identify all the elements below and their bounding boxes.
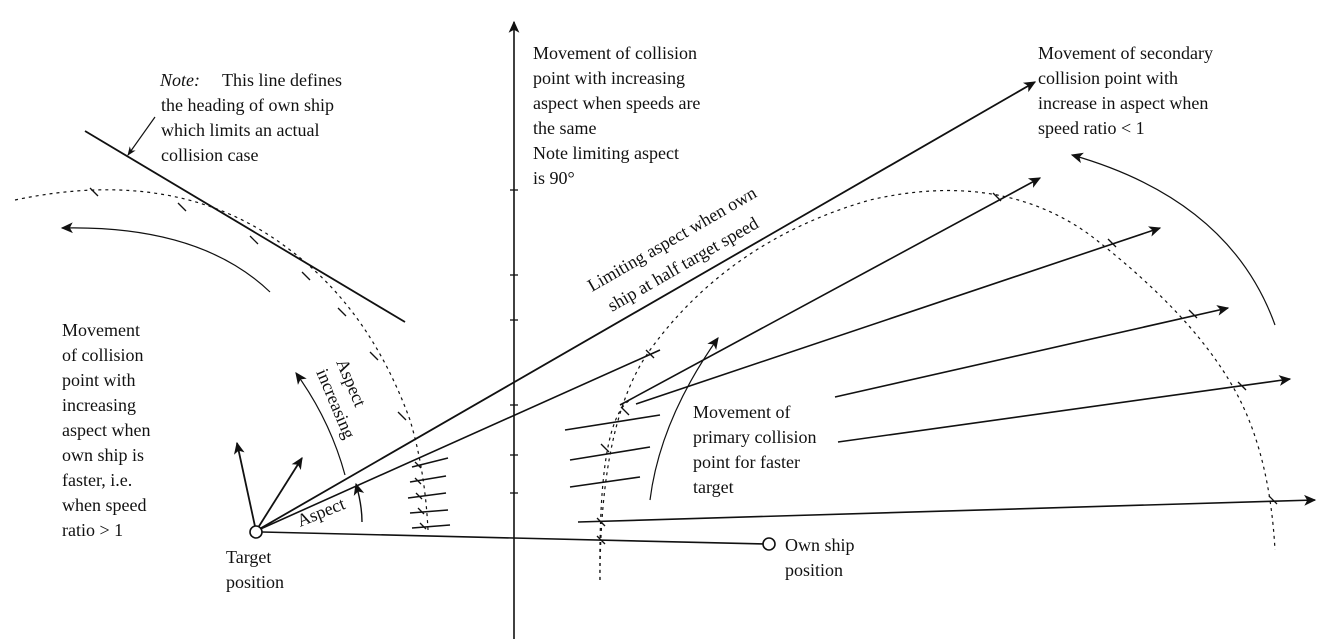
target-line-2 <box>255 349 661 532</box>
right-lines <box>564 177 1317 523</box>
note-pointer <box>127 116 156 156</box>
aspect-arrow <box>353 482 365 523</box>
note-line-2: the heading of own ship <box>161 95 334 115</box>
aspect-increasing-label: Aspect increasing <box>312 356 370 442</box>
secondary-line-4: speed ratio < 1 <box>1038 118 1145 138</box>
aspect-label: Aspect <box>294 493 348 530</box>
primary-label: Movement of primary collision point for … <box>693 402 816 497</box>
note-line-1: This line defines <box>222 70 342 90</box>
right-dashed-arcs <box>596 189 1278 581</box>
center-line-5: Note limiting aspect <box>533 143 679 163</box>
limiting-aspect-line <box>255 81 1037 532</box>
left-line-5: aspect when <box>62 420 150 440</box>
primary-line-1: Movement of <box>693 402 790 422</box>
left-line-3: point with <box>62 370 136 390</box>
left-line-2: of collision <box>62 345 144 365</box>
vertical-axis-crosses <box>510 189 518 494</box>
own-line-2: position <box>785 560 843 580</box>
own-line-1: Own ship <box>785 535 855 555</box>
left-dashed-arc <box>14 187 429 531</box>
svg-text:Note:: Note: <box>159 70 200 90</box>
left-line-9: ratio > 1 <box>62 520 123 540</box>
own-ship-position-marker <box>762 537 776 551</box>
primary-line-4: target <box>693 477 734 497</box>
secondary-line-3: increase in aspect when <box>1038 93 1208 113</box>
target-position-marker <box>249 525 263 539</box>
short-dashes <box>407 457 451 530</box>
left-line-4: increasing <box>62 395 136 415</box>
note-prefix: Note: <box>159 70 200 90</box>
target-position-label: Target position <box>226 547 284 592</box>
center-line-1: Movement of collision <box>533 43 697 63</box>
target-line-1: Target <box>226 547 271 567</box>
secondary-line-1: Movement of secondary <box>1038 43 1213 63</box>
limit-heading-line <box>84 130 406 323</box>
left-line-7: faster, i.e. <box>62 470 132 490</box>
center-label: Movement of collision point with increas… <box>533 43 700 188</box>
left-label: Movement of collision point with increas… <box>62 320 150 540</box>
secondary-label: Movement of secondary collision point wi… <box>1038 43 1213 138</box>
center-line-6: is 90° <box>533 168 575 188</box>
target-line-2-text: position <box>226 572 284 592</box>
left-movement-arrow <box>60 222 271 293</box>
limiting-aspect-label: Limiting aspect when own ship at half ta… <box>584 182 762 315</box>
left-line-1: Movement <box>62 320 140 340</box>
note-label: Note: This line defines the heading of o… <box>159 70 342 165</box>
target-heading-arrows <box>234 441 303 532</box>
primary-line-2: primary collision <box>693 427 816 447</box>
left-line-8: when speed <box>62 495 146 515</box>
left-line-6: own ship is <box>62 445 144 465</box>
center-line-3: aspect when speeds are <box>533 93 700 113</box>
center-line-4: the same <box>533 118 596 138</box>
own-ship-position-label: Own ship position <box>785 535 855 580</box>
aspect-increasing-arrow <box>295 372 346 476</box>
aspect-text: Aspect <box>294 493 348 530</box>
target-own-baseline <box>261 531 765 545</box>
note-line-4: collision case <box>161 145 258 165</box>
center-line-2: point with increasing <box>533 68 685 88</box>
secondary-movement-arrow <box>1070 152 1276 326</box>
primary-movement-arrow <box>649 337 719 501</box>
note-line-3: which limits an actual <box>161 120 319 140</box>
primary-line-3: point for faster <box>693 452 800 472</box>
secondary-line-2: collision point with <box>1038 68 1178 88</box>
